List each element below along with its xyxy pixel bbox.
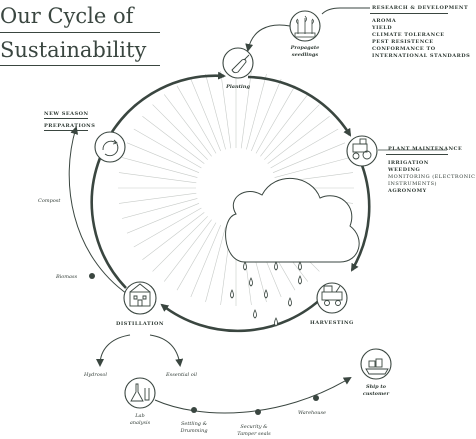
maintenance-item-monitoring: Monitoring (electronic xyxy=(388,174,476,180)
sunburst-ray xyxy=(152,104,208,160)
title-underline-1 xyxy=(0,32,160,33)
research-item-yield: Yield xyxy=(372,25,393,31)
new-season-label-1: New season xyxy=(44,111,89,117)
lab-label-2: analysis xyxy=(129,420,151,426)
maintenance-heading: Plant Maintenance xyxy=(388,146,463,152)
biomass-label: Biomass xyxy=(56,274,78,280)
main-cycle-ring xyxy=(90,71,371,333)
tractor-icon xyxy=(352,138,372,160)
sunburst-ray xyxy=(264,104,320,160)
distillation-node xyxy=(123,281,157,315)
planting-node xyxy=(222,47,254,79)
propagate-label-2: seedlings xyxy=(291,52,319,58)
sunburst-ray xyxy=(126,203,200,234)
research-item-pest: Pest resistence xyxy=(372,39,434,45)
sunburst-ray xyxy=(176,222,217,291)
maintenance-item-irrigation: Irrigation xyxy=(388,160,429,166)
lab-label-1: Lab xyxy=(135,413,145,419)
maintenance-node xyxy=(346,135,378,167)
sunburst-ray xyxy=(240,70,252,149)
sunburst-ray xyxy=(220,70,232,149)
security-node xyxy=(255,409,261,415)
sunburst-ray xyxy=(267,115,330,164)
sunburst-ray xyxy=(251,78,282,152)
maintenance-item-weeding: Weeding xyxy=(388,167,421,173)
essential-oil-label: Essential oil xyxy=(166,372,197,378)
new-season-underline-1 xyxy=(44,118,88,119)
sunburst-ray xyxy=(163,219,212,282)
research-item-conformance: Conformance to xyxy=(372,46,436,52)
cloud-shape xyxy=(225,178,360,263)
research-item-climate: Climate tolerance xyxy=(372,32,445,38)
sunburst-ray xyxy=(190,224,221,298)
harvester-icon xyxy=(321,285,343,306)
maintenance-item-agronomy: Agronomy xyxy=(388,188,427,194)
sunburst-ray xyxy=(272,142,346,173)
propagate-label-1: Propagate xyxy=(290,45,320,51)
sunburst-ray xyxy=(163,94,212,157)
harvesting-label: Harvesting xyxy=(310,320,354,326)
ship-label-1: Ship to xyxy=(365,384,387,390)
sunburst-ray xyxy=(246,73,267,150)
warehouse-label: Warehouse xyxy=(298,410,327,416)
lab-node xyxy=(124,377,156,409)
security-label-1: Security & xyxy=(240,424,268,430)
distillation-outputs xyxy=(96,334,184,367)
recycle-icon xyxy=(102,139,119,157)
sunburst-ray xyxy=(205,226,226,303)
planting-label: Planting xyxy=(226,84,250,90)
hydrosol-label: Hydrosol xyxy=(84,372,107,378)
compost-label: Compost xyxy=(38,198,61,204)
sunburst-ray xyxy=(121,198,198,219)
propagate-arrow xyxy=(245,24,291,52)
new-season-label-2: preparations xyxy=(44,123,96,129)
maintenance-underline xyxy=(386,154,448,155)
research-underline xyxy=(370,13,448,14)
security-label-2: Tamper seals xyxy=(237,431,271,437)
ship-icon xyxy=(365,358,389,375)
ship-label-2: customer xyxy=(362,391,390,397)
sunburst-ray xyxy=(126,142,200,173)
trowel-icon xyxy=(231,54,250,74)
supply-chain-curve xyxy=(154,376,352,414)
sunburst-ray xyxy=(133,128,202,169)
sunburst-ray xyxy=(190,78,221,152)
research-heading: Research & Development xyxy=(372,5,469,11)
title-underline-2 xyxy=(0,65,160,66)
sunburst-ray xyxy=(133,207,202,248)
warehouse-node xyxy=(313,395,319,401)
sunburst-ray xyxy=(176,85,217,154)
biomass-node xyxy=(89,273,95,279)
title-line-2: Sustainability xyxy=(0,38,147,62)
title-line-1: Our Cycle of xyxy=(0,4,134,28)
settling-label-2: Drumming xyxy=(180,428,208,434)
research-item-aroma: Aroma xyxy=(372,18,397,24)
settling-label-1: Settling & xyxy=(180,421,208,427)
sunburst-ray xyxy=(255,85,296,154)
distillery-icon xyxy=(129,283,151,307)
compost-arc xyxy=(68,126,131,297)
sunburst-ray xyxy=(142,115,205,164)
research-arrow xyxy=(321,7,370,15)
distillation-label: Distillation xyxy=(116,321,164,327)
sunburst-ray xyxy=(274,157,351,178)
sunburst-ray xyxy=(118,172,197,184)
research-item-standards: International standards xyxy=(372,53,471,59)
settling-node xyxy=(191,407,197,413)
sunburst-ray xyxy=(121,157,198,178)
sunburst-ray xyxy=(270,128,339,169)
rain-drops xyxy=(230,261,302,327)
lab-flask-icon xyxy=(130,383,150,402)
sunburst-rays xyxy=(118,70,354,306)
sunburst-ray xyxy=(205,73,226,150)
seedlings-icon xyxy=(294,15,316,38)
new-season-node xyxy=(94,131,126,163)
sunburst-ray xyxy=(260,94,309,157)
sunburst-ray xyxy=(118,192,197,204)
sunburst-ray xyxy=(152,216,208,272)
maintenance-item-instruments: instruments) xyxy=(388,181,437,187)
new-season-underline-2 xyxy=(44,130,88,131)
sunburst-ray xyxy=(142,212,205,261)
